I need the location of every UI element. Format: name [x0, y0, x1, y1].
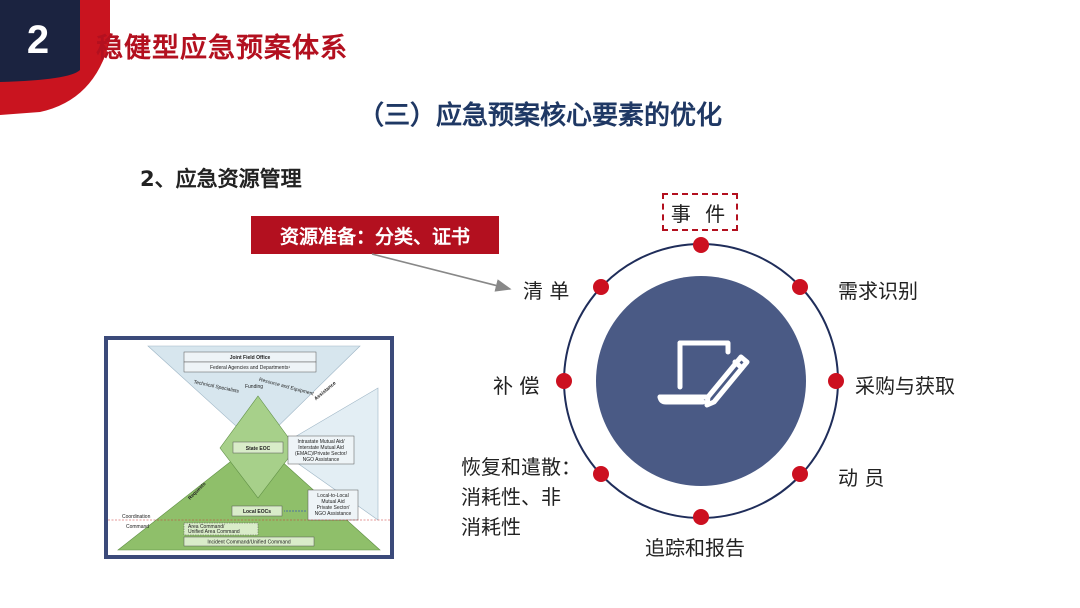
- fig-intrastate-1: Intrastate Mutual Aid/: [298, 439, 346, 445]
- node-mobilize: [792, 466, 808, 482]
- fig-area-1: Area Command/: [188, 524, 225, 530]
- fig-intrastate-3: (EMAC)/Private Sector/: [295, 451, 348, 457]
- fig-funding: Funding: [245, 384, 263, 390]
- procure-label: 采购与获取: [855, 374, 955, 398]
- mobilize-label: 动 员: [838, 466, 885, 490]
- node-track: [693, 509, 709, 525]
- resource-prep-tag: 资源准备：分类、证书: [251, 216, 499, 254]
- track-label: 追踪和报告: [645, 536, 745, 560]
- event-label: 事 件: [662, 193, 738, 231]
- fig-incident-command: Incident Command/Unified Command: [207, 540, 291, 546]
- node-demand: [792, 279, 808, 295]
- resource-flow-figure: Joint Field Office Federal Agencies and …: [104, 336, 394, 559]
- fig-l2l-3: Private Sector/: [317, 505, 350, 511]
- fig-state-eoc: State EOC: [246, 446, 271, 452]
- node-event: [693, 237, 709, 253]
- fig-coordination: Coordination: [122, 514, 151, 520]
- center-circle: [596, 276, 806, 486]
- corner-decoration: [0, 0, 110, 115]
- fig-area-2: Unified Area Command: [188, 529, 240, 535]
- fig-intrastate-4: NGO Assistance: [303, 457, 340, 463]
- section-number: 2: [26, 17, 50, 62]
- fig-l2l-2: Mutual Aid: [321, 499, 345, 505]
- recover-line-1: 恢复和遣散：: [461, 455, 581, 479]
- inventory-label: 清 单: [523, 279, 570, 303]
- fig-local-eocs: Local EOCs: [243, 509, 271, 515]
- subtitle: （三）应急预案核心要素的优化: [357, 101, 722, 131]
- fig-joint-field-office: Joint Field Office: [230, 355, 271, 361]
- compensate-label: 补 偿: [493, 374, 540, 398]
- recover-label: 恢复和遣散： 消耗性、非 消耗性: [461, 452, 611, 542]
- fig-command: Command: [126, 524, 149, 530]
- fig-intrastate-2: Interstate Mutual Aid: [298, 445, 344, 451]
- recover-line-2: 消耗性、非: [461, 485, 561, 509]
- page-title: 稳健型应急预案体系: [96, 33, 348, 64]
- node-compensate: [556, 373, 572, 389]
- demand-label: 需求识别: [838, 279, 918, 303]
- fig-federal: Federal Agencies and Departments¹: [210, 365, 290, 371]
- resource-flow-diagram: Joint Field Office Federal Agencies and …: [108, 345, 390, 551]
- fig-l2l-4: NGO Assistance: [315, 511, 352, 517]
- fig-l2l-1: Local-to-Local: [317, 493, 348, 499]
- section-heading: 2、应急资源管理: [140, 167, 302, 191]
- laptop-pen-icon: [657, 340, 750, 408]
- tag-arrow: [371, 253, 512, 292]
- node-inventory: [593, 279, 609, 295]
- node-procure: [828, 373, 844, 389]
- recover-line-3: 消耗性: [461, 515, 521, 539]
